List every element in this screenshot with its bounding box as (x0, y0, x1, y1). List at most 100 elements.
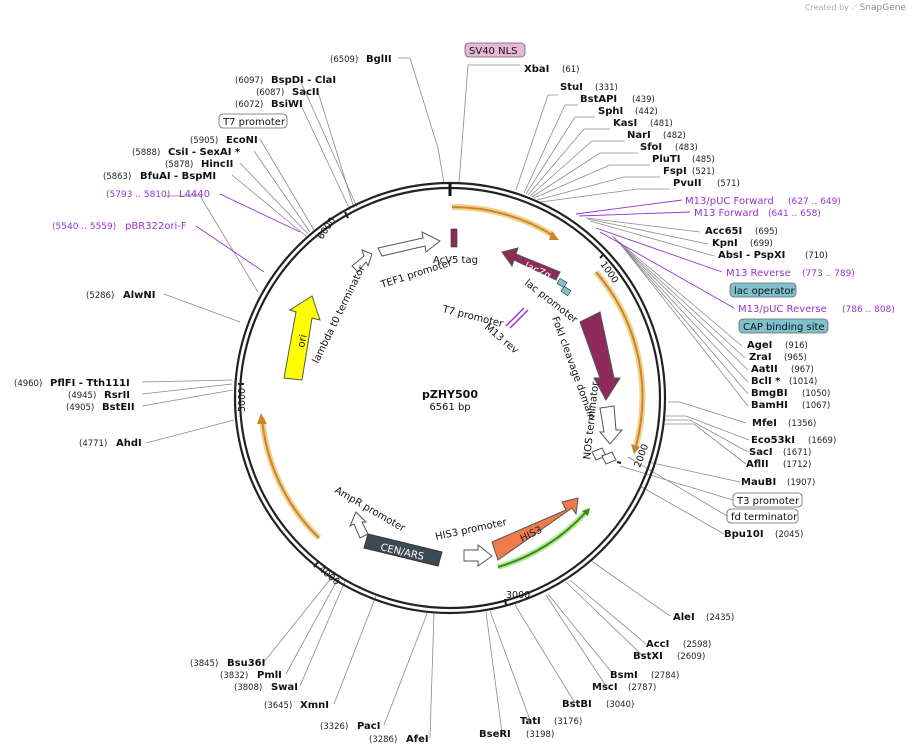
enzyme-bmgbi: BmgBI (751, 388, 788, 399)
leader-lines (458, 64, 750, 734)
enzyme-agei: AgeI (747, 340, 772, 351)
ampr-promoter-arrow (349, 511, 369, 539)
credit-prefix: Created by (804, 3, 849, 12)
enzyme-paci-pos: (3326) (320, 722, 348, 732)
enzyme-sfoi-pos: (483) (675, 143, 698, 153)
nos-terminator-arrow (598, 405, 624, 445)
enzyme-alei-pos: (2435) (706, 613, 734, 623)
enzyme-sphi: SphI (598, 106, 623, 117)
enzyme-bsiwi-pos: (6072) (235, 100, 263, 110)
enzyme-hincii-pos: (5878) (165, 160, 193, 170)
credit-brand: SnapGene (859, 3, 906, 13)
enzyme-fspi: FspI (663, 166, 687, 177)
enzyme-paci: PacI (357, 721, 380, 732)
tick-3000: 3000 (506, 590, 530, 601)
enzyme-pflfi: PflFI - Tth111I (50, 378, 130, 389)
enzyme-kasi-pos: (481) (650, 119, 673, 129)
enzyme-bamhi-pos: (1067) (802, 401, 830, 411)
sv40-nls-box: SV40 NLS (469, 46, 518, 57)
enzyme-bstapi: BstAPI (580, 94, 617, 105)
cap-binding-box: CAP binding site (743, 322, 825, 333)
enzyme-labels-left: (6509) BglII (6097) BspDI - ClaI (6087) … (14, 54, 429, 745)
ori-label: ori (296, 334, 309, 349)
primer-l4440: L4440 (179, 189, 210, 200)
enzyme-nari-pos: (482) (663, 131, 686, 141)
enzyme-alei: AleI (673, 612, 695, 623)
enzyme-xbai-pos: (61) (562, 65, 579, 75)
enzyme-bstxi: BstXI (633, 651, 663, 662)
primer-pbr322ori-f: pBR322ori-F (125, 221, 187, 232)
enzyme-mfei: MfeI (752, 418, 777, 429)
enzyme-tati: TatI (520, 716, 541, 727)
enzyme-bstxi-pos: (2609) (677, 652, 705, 662)
enzyme-sfoi: SfoI (640, 142, 662, 153)
acv5-label: AcV5 tag (433, 255, 478, 266)
enzyme-absi-pspxi: AbsI - PspXI (718, 250, 785, 261)
lac-operator-box: lac operator (734, 286, 795, 297)
snapgene-credit: Created by ⟋ SnapGene (805, 3, 906, 13)
enzyme-bsiwi: BsiWI (271, 99, 303, 110)
enzyme-pvuii: PvuII (673, 178, 701, 189)
enzyme-aatii: AatII (751, 364, 778, 375)
primer-m13-forward: M13 Forward (694, 208, 759, 219)
tef1-promoter-arrow (377, 231, 441, 257)
primer-pbr322ori-f-pos: (5540 .. 5559) (52, 222, 116, 232)
enzyme-bstbi-pos: (3040) (606, 700, 634, 710)
enzyme-acci-pos: (2598) (683, 640, 711, 650)
enzyme-ahdi-pos: (4771) (79, 439, 107, 449)
primer-leaders (195, 193, 735, 309)
enzyme-alwni-pos: (5286) (86, 291, 114, 301)
enzyme-aatii-pos: (967) (791, 365, 814, 375)
enzyme-pflfi-pos: (4960) (14, 379, 42, 389)
his3-promoter-label: HIS3 promoter (434, 517, 508, 543)
enzyme-eco53ki-pos: (1669) (808, 436, 836, 446)
ori-feature (283, 295, 321, 381)
enzyme-msci: MscI (592, 682, 618, 693)
enzyme-bamhi: BamHI (751, 400, 788, 411)
enzyme-tati-pos: (3176) (554, 717, 582, 727)
enzyme-xbai: XbaI (524, 64, 549, 75)
enzyme-csii-sexai-pos: (5888) (132, 148, 160, 158)
enzyme-csii-sexai: CsiI - SexAI * (168, 147, 241, 158)
enzyme-bsu36i-pos: (3845) (190, 659, 218, 669)
enzyme-bseri-pos: (3198) (526, 730, 554, 740)
enzyme-bstapi-pos: (439) (632, 95, 655, 105)
enzyme-stui: StuI (560, 82, 583, 93)
feature-arcs (257, 203, 646, 570)
ampr-promoter-label: AmpR promoter (333, 485, 408, 535)
enzyme-aflii-pos: (1712) (783, 460, 811, 470)
enzyme-bsmi-pos: (2784) (651, 671, 679, 681)
his3-label: HIS3 (518, 525, 544, 545)
enzyme-saci-pos: (1671) (783, 448, 811, 458)
plasmid-name: pZHY500 (422, 388, 478, 401)
enzyme-sphi-pos: (442) (635, 107, 658, 117)
primer-m13-reverse: M13 Reverse (726, 268, 791, 279)
enzyme-bfuai-bspmi-pos: (5863) (103, 172, 131, 182)
backbone (233, 181, 667, 615)
enzyme-pvuii-pos: (571) (717, 179, 740, 189)
leader-lines-left (141, 57, 445, 739)
enzyme-fspi-pos: (521) (692, 167, 715, 177)
enzyme-bcli-pos: (1014) (789, 377, 817, 387)
enzyme-maubi: MauBI (741, 477, 776, 488)
enzyme-nari: NarI (627, 130, 651, 141)
enzyme-bsu36i: Bsu36I (227, 658, 265, 669)
enzyme-hincii: HincII (201, 159, 233, 170)
acv5-feature (450, 228, 458, 248)
enzyme-bcli: BclI * (751, 376, 781, 387)
enzyme-afei: AfeI (406, 734, 429, 745)
boxed-features: SV40 NLS T7 promoter lac operator CAP bi… (218, 42, 829, 524)
enzyme-bsmi: BsmI (610, 670, 638, 681)
tef1-label: TEF1 promoter (379, 257, 455, 291)
cenars-feature (363, 533, 443, 567)
enzyme-saci: SacI (749, 447, 773, 458)
t3-promoter-box: T3 promoter (736, 496, 800, 507)
primer-m13-puc-reverse: M13/pUC Reverse (738, 304, 827, 315)
enzyme-mfei-pos: (1356) (788, 419, 816, 429)
enzyme-xmni: XmnI (300, 700, 329, 711)
t7-promoter-box: T7 promoter (222, 117, 286, 128)
enzyme-bseri: BseRI (479, 729, 511, 740)
enzyme-afei-pos: (3286) (369, 735, 397, 745)
enzyme-bspdi-clai-pos: (6097) (235, 76, 263, 86)
